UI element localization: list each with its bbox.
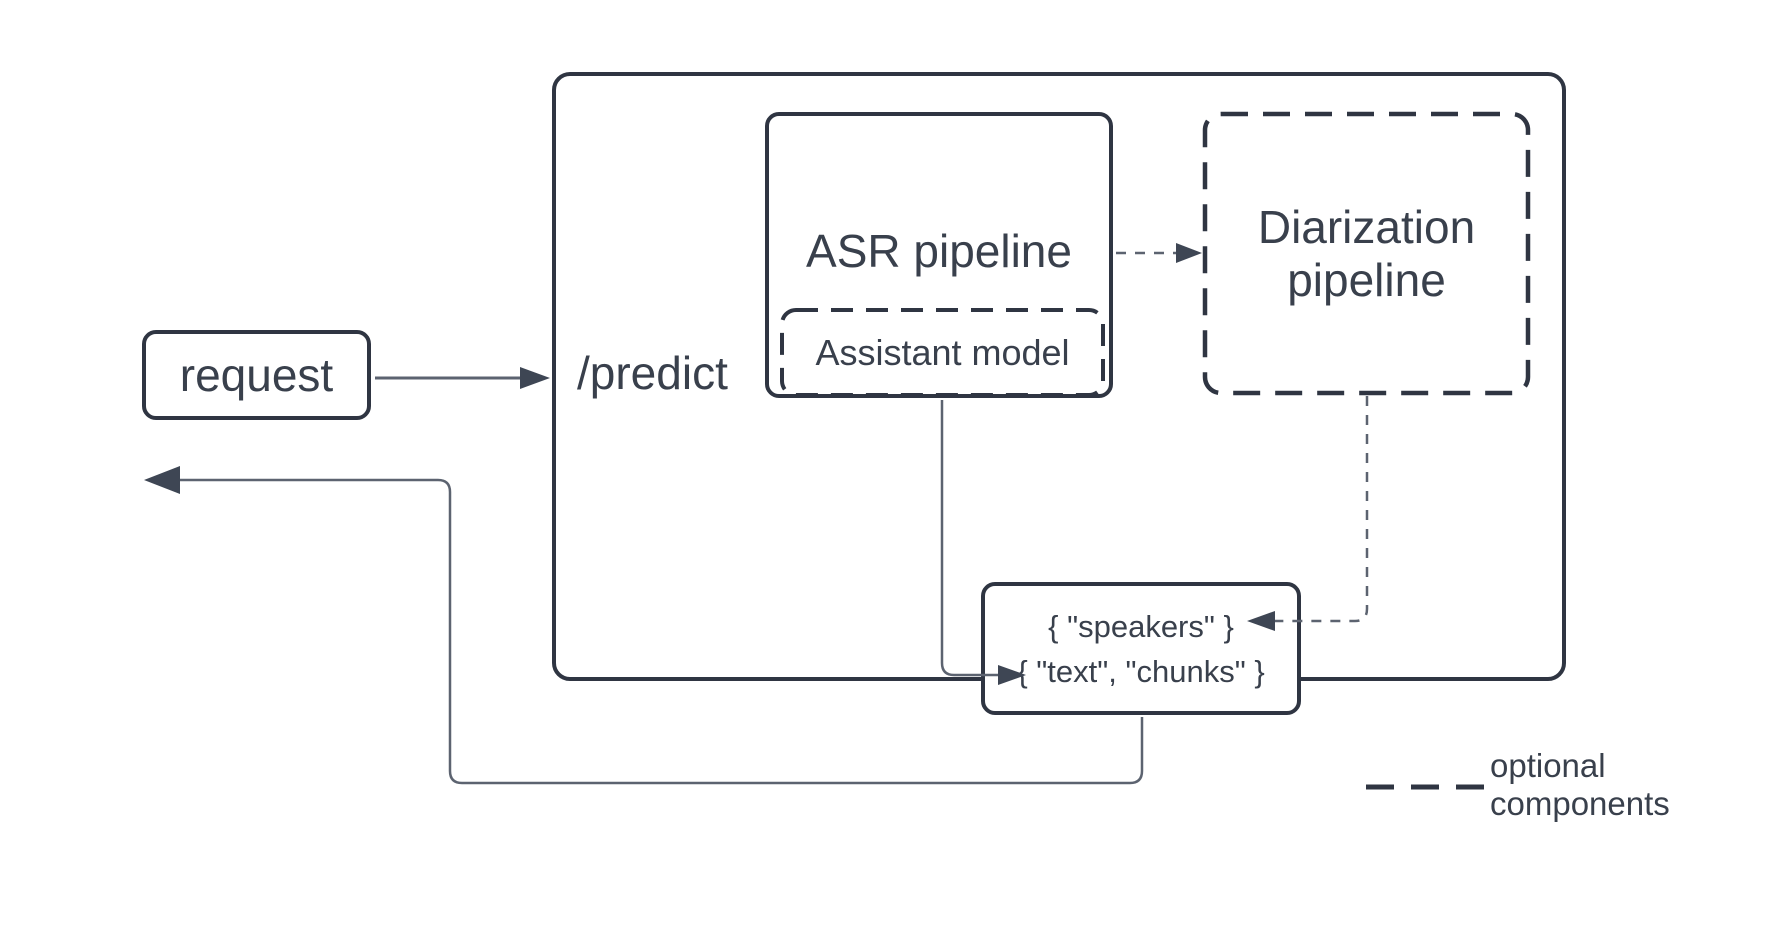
result-speakers-text: { "speakers" }	[1048, 608, 1234, 644]
predict-label: /predict	[577, 347, 728, 399]
arrow-request-to-predict	[375, 367, 550, 389]
legend-optional-components-label: optional components	[1490, 747, 1670, 822]
request-box: request	[142, 330, 371, 420]
result-text-chunks-text: { "text", "chunks" }	[1017, 653, 1265, 689]
diarization-pipeline-label: Diarization pipeline	[1257, 200, 1476, 306]
assistant-model-label: Assistant model	[815, 331, 1070, 373]
arrowhead-left-icon	[144, 466, 180, 494]
request-label: request	[179, 349, 334, 401]
asr-pipeline-label: ASR pipeline	[806, 225, 1072, 277]
arrowhead-right-icon	[520, 367, 550, 389]
results-box: { "speakers" } { "text", "chunks" }	[981, 582, 1301, 715]
